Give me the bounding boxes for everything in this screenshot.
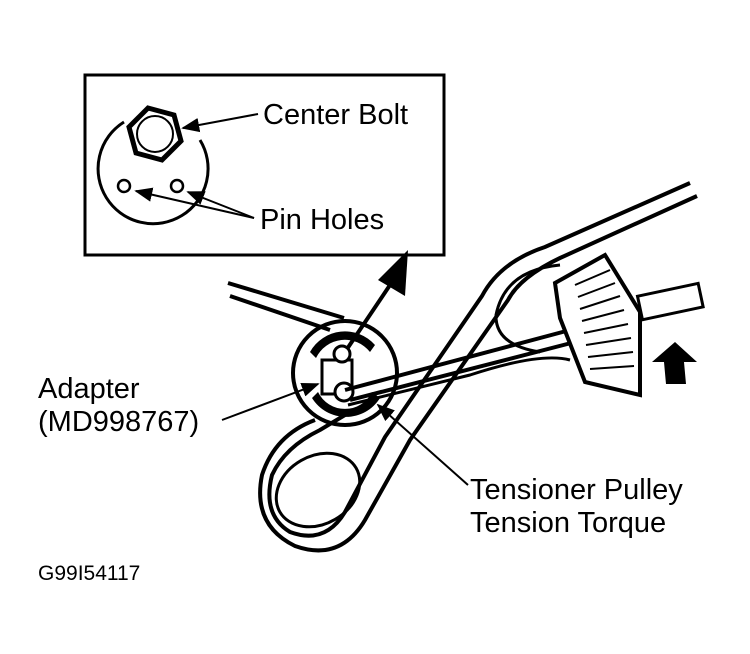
timing-belt <box>227 181 698 553</box>
pin-hole-right <box>169 178 185 194</box>
torque-wrench-handle <box>635 281 705 322</box>
inset-pulley-disc <box>96 120 210 226</box>
detail-pointer-arrow <box>343 250 408 354</box>
pin-holes-leader-2 <box>186 191 255 219</box>
pin-holes-label: Pin Holes <box>260 204 384 236</box>
adapter-label-line1: Adapter <box>38 373 140 405</box>
figure-code: G99I54117 <box>38 562 140 585</box>
center-bolt-leader <box>181 113 259 133</box>
tensioner-leader <box>376 403 469 486</box>
adapter-label-line2: (MD998767) <box>38 406 199 438</box>
center-bolt-face <box>136 115 174 153</box>
direction-arrow <box>652 342 697 384</box>
pin-hole-left <box>116 178 132 194</box>
tensioner-label-line2: Tension Torque <box>470 507 666 539</box>
tensioner-center-bolt <box>332 344 352 364</box>
torque-wrench <box>344 252 705 402</box>
inset-detail-box: Center Bolt Pin Holes <box>83 73 446 257</box>
adapter-leader <box>221 382 320 421</box>
tensioner-pulley <box>291 319 399 427</box>
center-bolt-label: Center Bolt <box>263 99 408 131</box>
torque-wrench-scale <box>552 252 642 398</box>
lower-idler-pulley <box>274 451 362 529</box>
tensioner-label-line1: Tensioner Pulley <box>470 474 683 506</box>
